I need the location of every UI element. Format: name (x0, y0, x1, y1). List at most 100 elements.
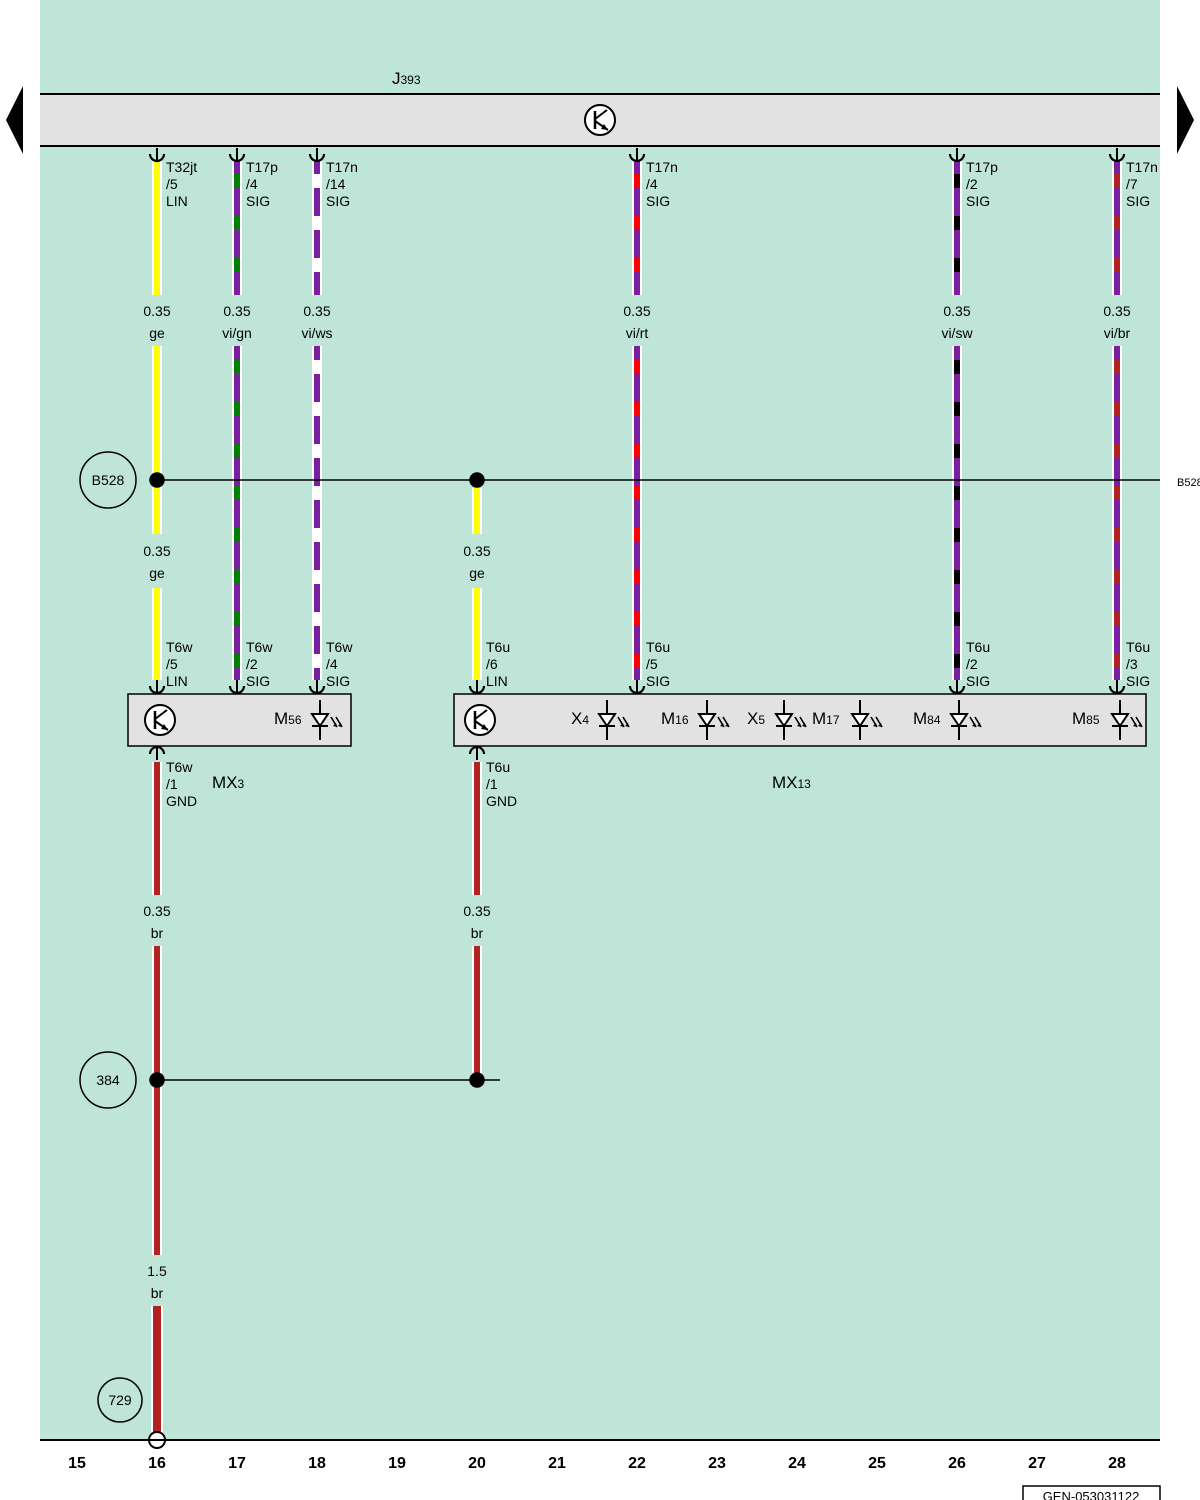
top_pins-pin: /7 (1126, 176, 1138, 192)
connector-symbol (468, 680, 486, 695)
wire-color-label: br (151, 925, 164, 941)
led-label-base: M (913, 709, 927, 728)
column-number: 21 (548, 1455, 566, 1472)
page-back-arrow-icon (6, 86, 23, 154)
node-b528-circle (79, 451, 137, 509)
module_pins-function: SIG (246, 673, 270, 689)
connector-symbol (1108, 148, 1126, 163)
connector-arc (468, 685, 486, 695)
module_pins-pin: /5 (646, 656, 658, 672)
led-label-base: M (812, 709, 826, 728)
led-label-sub: 16 (675, 713, 689, 727)
module_pins-pin: /2 (246, 656, 258, 672)
control-unit-label: J393 (392, 69, 421, 88)
connector-arc (628, 153, 646, 163)
wire-size-label: 0.35 (1103, 303, 1130, 319)
led-label-base: X (747, 709, 758, 728)
top_pins-connector: T32jt (166, 159, 197, 175)
wire-color-label: ge (149, 565, 165, 581)
module_pins-connector: T6u (966, 639, 990, 655)
connector-arc (1108, 153, 1126, 163)
module-mx13-transistor-icon (464, 704, 496, 736)
led-label: M85 (1072, 709, 1100, 728)
connector-arc (148, 153, 166, 163)
led-triangle (774, 713, 794, 728)
connector-arc (308, 153, 326, 163)
connector-symbol (948, 680, 966, 695)
junction-dot (149, 472, 165, 488)
led-icon (697, 700, 730, 740)
wire-color-label: vi/br (1104, 325, 1131, 341)
node-384: 384 (96, 1072, 120, 1088)
connector-symbol (148, 148, 166, 163)
led-label: X4 (571, 709, 589, 728)
led-label-sub: 5 (758, 713, 765, 727)
ground_pins-function: GND (486, 793, 517, 809)
node-729-circle (97, 1377, 143, 1423)
module_pins-function: SIG (326, 673, 350, 689)
led-icon (850, 700, 883, 740)
led-label-sub: 85 (1086, 713, 1100, 727)
module_pins-connector: T6w (166, 639, 193, 655)
module-mx13-label-sub: 13 (798, 777, 812, 791)
led-icon (774, 700, 807, 740)
ground_pins-pin: /1 (166, 776, 178, 792)
top_pins-connector: T17n (646, 159, 678, 175)
top_pins-connector: T17p (966, 159, 998, 175)
top_pins-connector: T17p (246, 159, 278, 175)
top_pins-function: SIG (326, 193, 350, 209)
transistor-collector (474, 709, 488, 720)
module_pins-connector: T6u (486, 639, 510, 655)
led-label: M84 (913, 709, 941, 728)
transistor-arrow (601, 124, 608, 130)
junction-dot (149, 1072, 165, 1088)
column-number: 17 (228, 1455, 246, 1472)
junction-dot (469, 1072, 485, 1088)
control-unit-label-sub: 393 (401, 73, 421, 87)
led-label: X5 (747, 709, 765, 728)
drawing-id: GEN-053031122 (1043, 1489, 1140, 1500)
ground_pins-connector: T6w (166, 759, 193, 775)
junction-dot (469, 472, 485, 488)
connector-symbol (468, 745, 486, 760)
led-triangle (850, 713, 870, 728)
transistor-circle (584, 104, 616, 136)
connector-arc (1108, 685, 1126, 695)
column-number: 25 (868, 1455, 886, 1472)
node-b528-continuation: B528 (1177, 477, 1200, 489)
top_pins-pin: /4 (646, 176, 658, 192)
connector-arc (628, 685, 646, 695)
module_pins-pin: /4 (326, 656, 338, 672)
module-mx13-label: MX13 (772, 773, 811, 792)
connector-arc (948, 153, 966, 163)
drawing-id-box (1022, 1485, 1161, 1500)
led-triangle (697, 713, 717, 728)
node-384-circle (79, 1051, 137, 1109)
module-mx3-label: MX3 (212, 773, 245, 792)
connector-arc (308, 685, 326, 695)
module-mx3-label-sub: 3 (238, 777, 245, 791)
wire-size-label: 0.35 (463, 543, 490, 559)
column-number: 15 (68, 1455, 86, 1472)
wire-size-label: 0.35 (943, 303, 970, 319)
top_pins-function: SIG (646, 193, 670, 209)
wire-color-label: vi/gn (222, 325, 252, 341)
led-label-base: M (661, 709, 675, 728)
module_pins-pin: /6 (486, 656, 498, 672)
module_pins-connector: T6u (646, 639, 670, 655)
control-unit-label-base: J (392, 69, 401, 88)
top_pins-function: SIG (246, 193, 270, 209)
ground_pins-pin: /1 (486, 776, 498, 792)
wire-color-label: vi/rt (626, 325, 649, 341)
connector-arc (148, 685, 166, 695)
column-number: 20 (468, 1455, 486, 1472)
wire-size-label: 0.35 (143, 303, 170, 319)
page-next-arrow-icon (1177, 86, 1194, 154)
wire-color-label: br (151, 1285, 164, 1301)
top_pins-function: SIG (1126, 193, 1150, 209)
top_pins-connector: T17n (326, 159, 358, 175)
connector-symbol (1108, 680, 1126, 695)
led-icon (1110, 700, 1143, 740)
wire-color-label: ge (149, 325, 165, 341)
connector-symbol (308, 680, 326, 695)
